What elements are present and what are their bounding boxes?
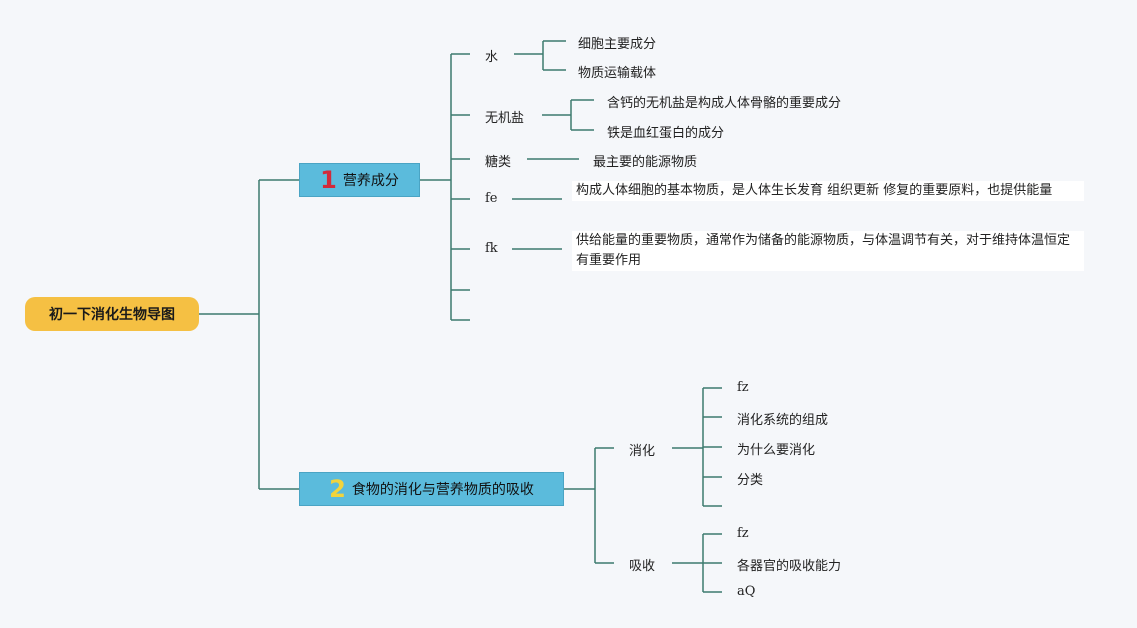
node-fk-detail[interactable]: 供给能量的重要物质，通常作为储备的能源物质，与体温调节有关，对于维持体温恒定有重… [572, 231, 1084, 271]
node-absorb[interactable]: 吸收 [629, 559, 656, 574]
branch-nutrients[interactable]: 1 营养成分 [299, 163, 420, 197]
branch-digestion-label: 食物的消化与营养物质的吸收 [351, 482, 534, 498]
node-digest-item-4[interactable]: 分类 [737, 473, 764, 488]
node-water[interactable]: 水 [485, 50, 499, 65]
node-sugar-detail[interactable]: 最主要的能源物质 [593, 155, 698, 170]
node-mineral-detail-2[interactable]: 铁是血红蛋白的成分 [607, 126, 725, 141]
node-absorb-item-1[interactable]: fz [737, 526, 749, 541]
root-node[interactable]: 初一下消化生物导图 [25, 297, 199, 331]
node-fk[interactable]: fk [485, 241, 498, 256]
node-sugar[interactable]: 糖类 [485, 155, 512, 170]
node-absorb-item-2[interactable]: 各器官的吸收能力 [737, 559, 842, 574]
node-mineral[interactable]: 无机盐 [485, 111, 525, 126]
root-label: 初一下消化生物导图 [49, 307, 175, 323]
node-water-detail-2[interactable]: 物质运输载体 [578, 66, 657, 81]
node-digest-item-3[interactable]: 为什么要消化 [737, 443, 816, 458]
node-absorb-item-3[interactable]: aQ [737, 584, 756, 599]
node-empty-2[interactable] [474, 312, 494, 328]
node-water-detail-1[interactable]: 细胞主要成分 [578, 37, 657, 52]
branch-number-2: 2 [329, 475, 346, 503]
node-digest[interactable]: 消化 [629, 444, 656, 459]
node-digest-item-1[interactable]: fz [737, 380, 749, 395]
branch-digestion-absorption[interactable]: 2 食物的消化与营养物质的吸收 [299, 472, 564, 506]
node-digest-empty[interactable] [726, 498, 746, 514]
node-empty-1[interactable] [474, 282, 494, 298]
node-fe[interactable]: fe [485, 191, 498, 206]
node-fe-detail[interactable]: 构成人体细胞的基本物质，是人体生长发育 组织更新 修复的重要原料，也提供能量 [572, 181, 1084, 201]
node-mineral-detail-1[interactable]: 含钙的无机盐是构成人体骨骼的重要成分 [607, 96, 842, 111]
branch-number-1: 1 [320, 166, 337, 194]
branch-nutrients-label: 营养成分 [342, 173, 399, 189]
node-digest-item-2[interactable]: 消化系统的组成 [737, 413, 829, 428]
